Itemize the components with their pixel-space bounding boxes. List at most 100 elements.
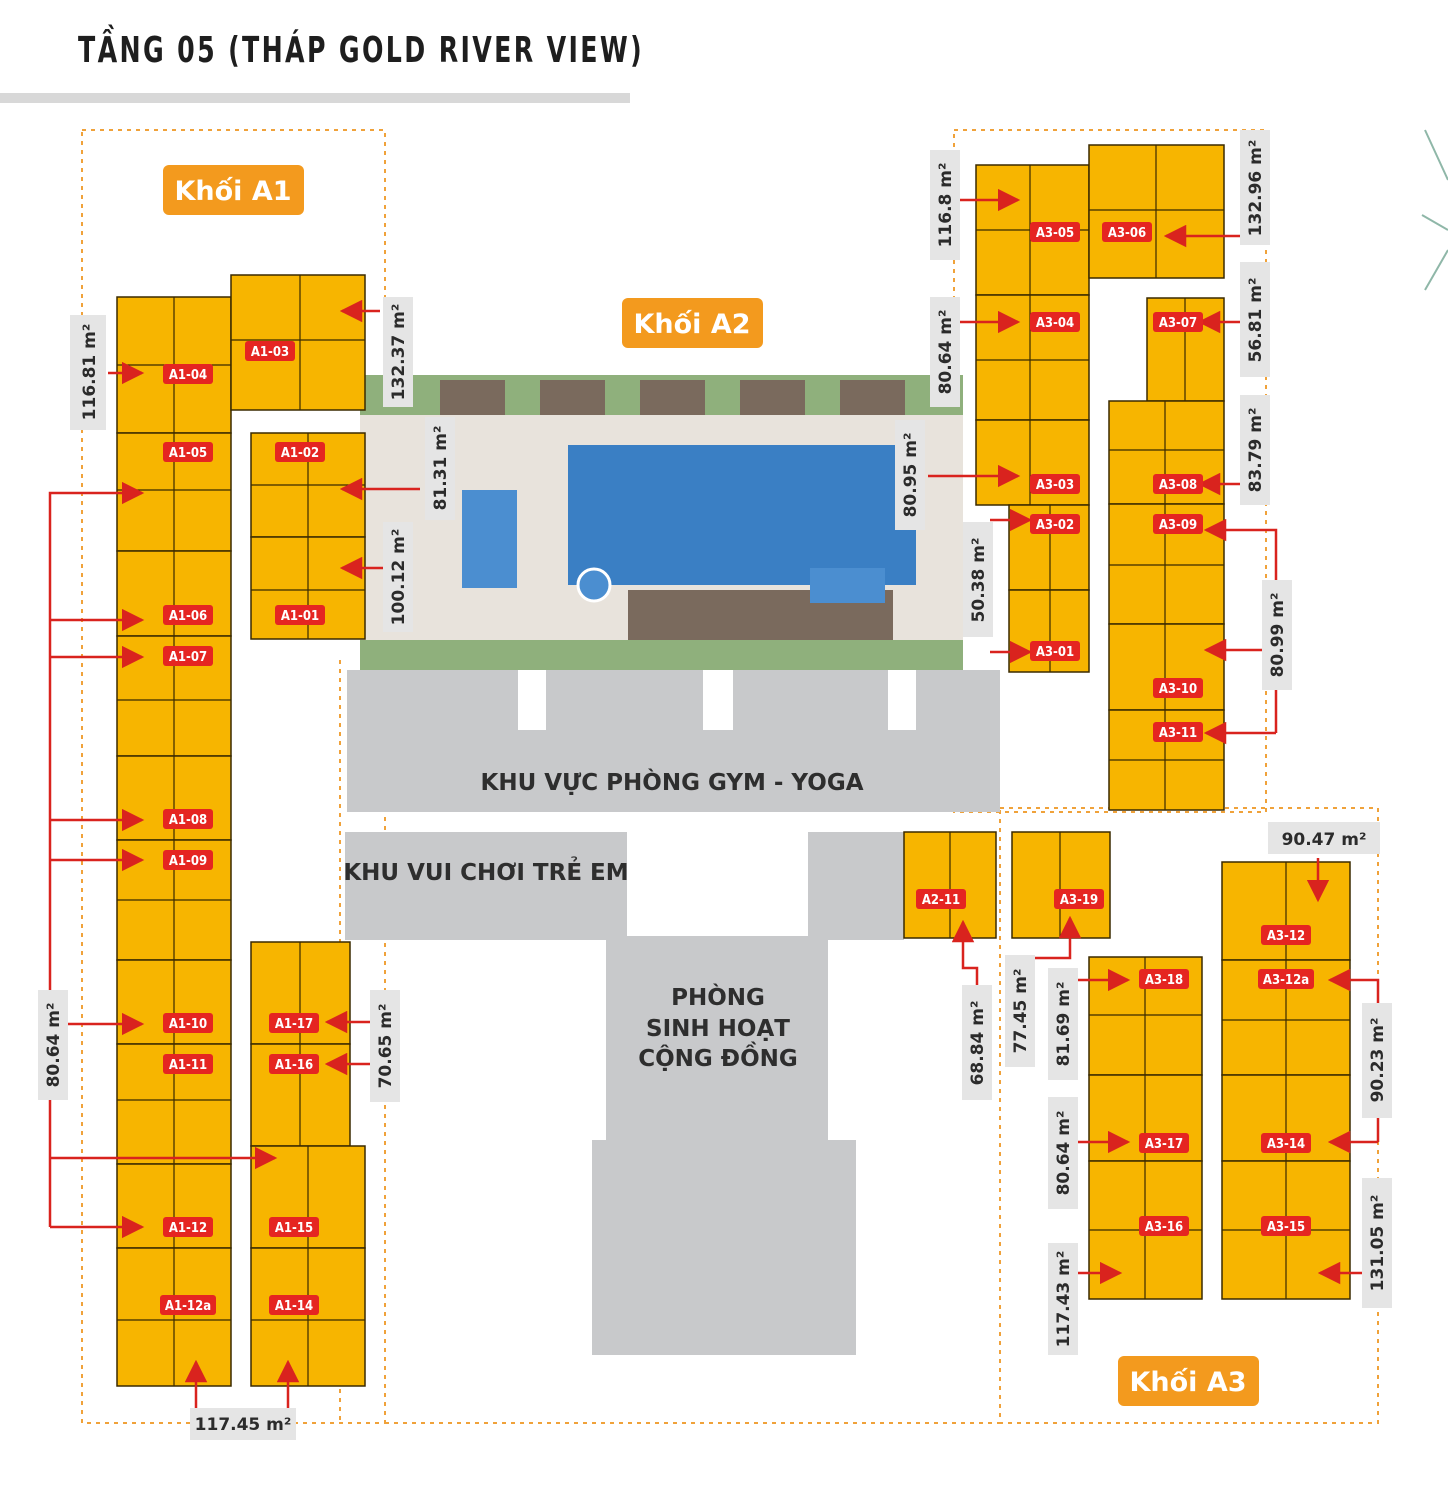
unit-label-a3-04: A3-04 xyxy=(1036,316,1074,331)
unit-label-a1-12: A1-12 xyxy=(169,1221,207,1236)
area-label-a3-17: 80.64 m² xyxy=(1054,1111,1074,1196)
kids-zone xyxy=(345,832,627,940)
swimming-pool xyxy=(568,445,916,585)
unit-label-a3-05: A3-05 xyxy=(1036,226,1074,241)
community-label-2: SINH HOẠT xyxy=(646,1016,790,1042)
area-box-11 xyxy=(1240,262,1270,377)
area-box-15 xyxy=(1262,580,1292,690)
unit-label-a1-14: A1-14 xyxy=(275,1299,313,1314)
unit-label-a3-09: A3-09 xyxy=(1159,518,1197,533)
area-label-a3-06: 132.96 m² xyxy=(1246,140,1266,237)
unit-label-a2-11: A2-11 xyxy=(922,893,960,908)
community-label-1: PHÒNG xyxy=(671,983,765,1011)
unit-label-a3-08: A3-08 xyxy=(1159,478,1197,493)
area-box-5 xyxy=(38,990,68,1100)
unit-label-a1-07: A1-07 xyxy=(169,650,207,665)
area-label-a1-02: 81.31 m² xyxy=(431,426,451,511)
area-box-8 xyxy=(930,150,960,260)
area-label-a1-group: 80.64 m² xyxy=(44,1003,64,1088)
kids-zone-label: KHU VUI CHƠI TRẺ EM xyxy=(343,856,628,886)
jacuzzi xyxy=(576,567,612,603)
unit-label-a3-02: A3-02 xyxy=(1036,518,1074,533)
area-label-a1-04: 116.81 m² xyxy=(80,324,100,421)
area-label-a3-03: 80.95 m² xyxy=(901,433,921,518)
unit-label-a1-11: A1-11 xyxy=(169,1058,207,1073)
area-label-a1-01: 100.12 m² xyxy=(389,529,409,626)
community-zone xyxy=(592,936,856,1355)
area-box-7 xyxy=(190,1408,296,1440)
area-box-22 xyxy=(1048,1243,1078,1355)
community-label-3: CỘNG ĐỒNG xyxy=(638,1041,798,1072)
unit-label-a3-14: A3-14 xyxy=(1267,1137,1305,1152)
unit-label-a3-03: A3-03 xyxy=(1036,478,1074,493)
block-label-a3: Khối A3 xyxy=(1129,1367,1246,1398)
area-label-a3-02-01: 50.38 m² xyxy=(969,538,989,623)
unit-label-a3-10: A3-10 xyxy=(1159,682,1197,697)
unit-label-a3-18: A3-18 xyxy=(1145,973,1183,988)
area-label-a3-09-11: 80.99 m² xyxy=(1268,593,1288,678)
unit-label-a1-05: A1-05 xyxy=(169,446,207,461)
unit-label-a1-04: A1-04 xyxy=(169,368,207,383)
area-label-a3-05: 116.8 m² xyxy=(936,163,956,248)
unit-label-a1-01: A1-01 xyxy=(281,609,319,624)
unit-label-a3-12a: A3-12a xyxy=(1263,973,1309,988)
area-label-a3-12: 90.47 m² xyxy=(1282,830,1367,850)
area-label-a1-16-17: 70.65 m² xyxy=(376,1004,396,1089)
block-a3-badge xyxy=(1118,1356,1259,1406)
area-box-9 xyxy=(1240,130,1270,245)
unit-label-a3-06: A3-06 xyxy=(1108,226,1146,241)
area-label-a1-12a-14: 117.45 m² xyxy=(195,1415,292,1435)
area-box-19 xyxy=(1048,968,1078,1080)
unit-label-a3-16: A3-16 xyxy=(1145,1220,1183,1235)
kids-pool xyxy=(462,490,517,588)
unit-label-a3-07: A3-07 xyxy=(1159,316,1197,331)
area-box-13 xyxy=(895,420,925,530)
title-underline xyxy=(0,93,630,103)
unit-label-a3-11: A3-11 xyxy=(1159,726,1197,741)
area-box-16 xyxy=(1268,822,1380,854)
area-label-a3-18: 81.69 m² xyxy=(1054,982,1074,1067)
area-label-a3-12a-14: 90.23 m² xyxy=(1368,1018,1388,1103)
unit-label-a1-10: A1-10 xyxy=(169,1017,207,1032)
area-label-a1-03: 132.37 m² xyxy=(389,304,409,401)
area-box-12 xyxy=(1240,395,1270,505)
unit-label-a1-17: A1-17 xyxy=(275,1017,313,1032)
area-box-18 xyxy=(1005,955,1035,1067)
unit-label-a3-15: A3-15 xyxy=(1267,1220,1305,1235)
compass-icon xyxy=(1421,129,1448,291)
unit-label-a1-15: A1-15 xyxy=(275,1221,313,1236)
area-box-20 xyxy=(1362,1003,1392,1118)
unit-label-a3-19: A3-19 xyxy=(1060,893,1098,908)
area-label-a2-11: 68.84 m² xyxy=(968,1001,988,1086)
block-a2-badge xyxy=(622,298,763,348)
zone-a2-annex xyxy=(808,832,904,940)
area-label-a3-16: 117.43 m² xyxy=(1054,1251,1074,1348)
area-box-23 xyxy=(1362,1178,1392,1308)
area-box-4 xyxy=(383,522,413,632)
area-box-6 xyxy=(370,990,400,1102)
unit-label-a1-16: A1-16 xyxy=(275,1058,313,1073)
unit-label-a1-09: A1-09 xyxy=(169,854,207,869)
area-box-10 xyxy=(930,297,960,407)
block-a1-badge xyxy=(163,165,304,215)
unit-label-a1-06: A1-06 xyxy=(169,609,207,624)
area-box-14 xyxy=(963,522,993,637)
area-box-21 xyxy=(1048,1097,1078,1209)
unit-label-a1-02: A1-02 xyxy=(281,446,319,461)
area-box-3 xyxy=(425,417,455,520)
unit-label-a1-08: A1-08 xyxy=(169,813,207,828)
block-label-a2: Khối A2 xyxy=(633,309,750,340)
area-label-a3-04: 80.64 m² xyxy=(936,310,956,395)
block-label-a1: Khối A1 xyxy=(174,176,291,207)
area-box-1 xyxy=(70,315,106,430)
gym-yoga-label: KHU VỰC PHÒNG GYM - YOGA xyxy=(481,768,864,796)
area-box-17 xyxy=(962,985,992,1100)
unit-label-a1-12a: A1-12a xyxy=(165,1299,211,1314)
area-box-2 xyxy=(383,297,413,407)
area-label-a3-15: 131.05 m² xyxy=(1368,1195,1388,1292)
unit-label-a1-03: A1-03 xyxy=(251,345,289,360)
area-label-a3-07: 56.81 m² xyxy=(1246,278,1266,363)
unit-a3-19 xyxy=(1011,831,1111,939)
gym-yoga-zone xyxy=(347,670,1000,812)
